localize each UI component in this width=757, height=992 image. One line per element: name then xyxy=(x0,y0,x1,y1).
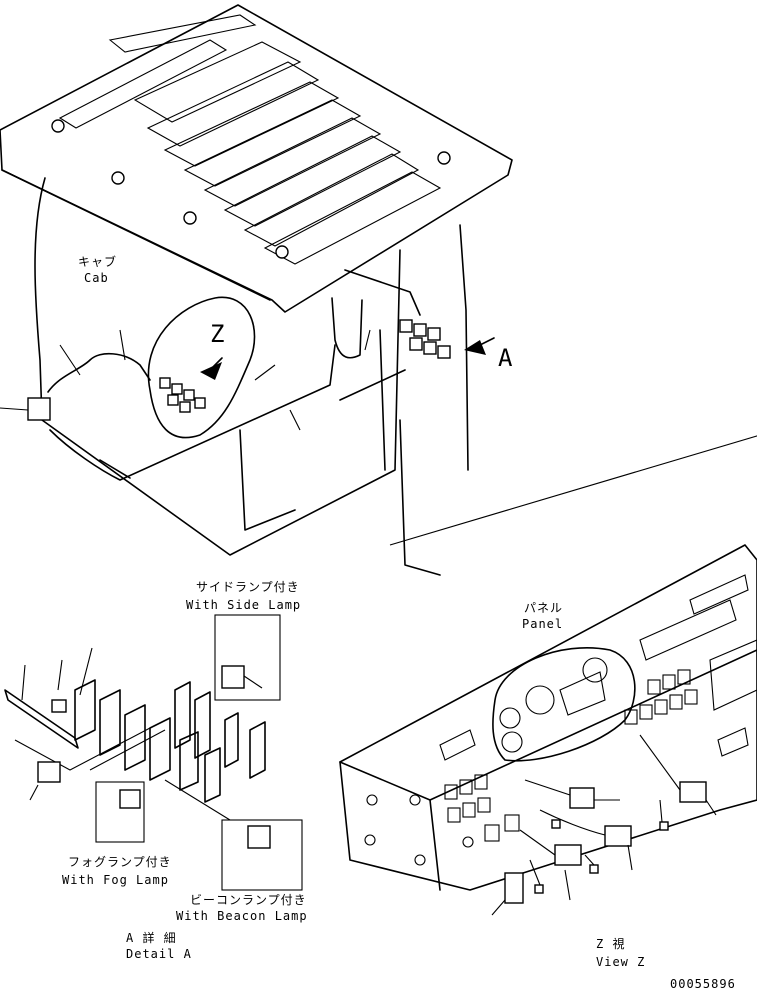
beacon-lamp-box xyxy=(221,819,303,891)
cab-label-jp: キャブ xyxy=(78,254,117,269)
panel-label-jp: パネル xyxy=(524,601,563,615)
wiring-harness xyxy=(47,269,421,481)
fog-lamp-label-en: With Fog Lamp xyxy=(62,873,169,887)
drawing-number: 00055896 xyxy=(670,977,736,991)
detail-a-label-en: Detail A xyxy=(126,947,192,961)
console-outline xyxy=(147,296,256,439)
cab-roof xyxy=(0,4,513,313)
view-z-label-jp: Z 視 xyxy=(596,936,625,951)
detail-a-label-jp: A 詳 細 xyxy=(126,930,177,945)
detail-a-drawing xyxy=(4,614,303,891)
side-lamp-box xyxy=(214,614,281,701)
gauge-cluster xyxy=(492,646,636,762)
beacon-lamp-label-en: With Beacon Lamp xyxy=(176,909,308,923)
view-a-arrow xyxy=(464,340,486,355)
fog-switch-small xyxy=(37,761,61,783)
view-z-label-en: View Z xyxy=(596,955,645,969)
side-lamp-label-en: With Side Lamp xyxy=(186,598,301,612)
a-marker: A xyxy=(498,344,513,372)
view-z-arrow xyxy=(200,362,222,380)
beacon-lamp-label-jp: ビーコンランプ付き xyxy=(190,893,307,907)
panel-outline xyxy=(339,544,757,891)
fog-lamp-label-jp: フォグランプ付き xyxy=(68,855,172,869)
roof-bolts xyxy=(51,119,451,259)
panel-connectors xyxy=(504,781,707,904)
panel-label-en: Panel xyxy=(522,617,563,631)
side-lamp-label-jp: サイドランプ付き xyxy=(196,580,300,594)
cab-label-en: Cab xyxy=(84,271,109,285)
harness-connector xyxy=(27,397,51,421)
clip-brackets xyxy=(74,679,266,803)
z-marker: Z xyxy=(210,320,224,348)
switch-panel-right xyxy=(624,669,698,725)
switch-panel-left xyxy=(444,774,520,842)
switch-cluster-z xyxy=(159,377,206,413)
roof-slats xyxy=(58,14,442,265)
cab-drawing xyxy=(0,4,757,576)
view-z-drawing xyxy=(339,544,757,916)
switch-cluster-a xyxy=(399,319,451,359)
fog-lamp-box xyxy=(95,781,145,843)
